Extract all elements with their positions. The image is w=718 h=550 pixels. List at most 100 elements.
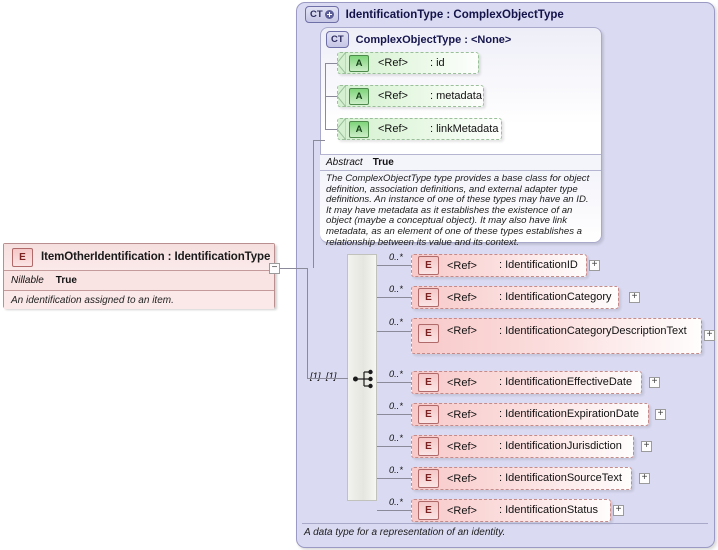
element-connector-7 [377,478,411,479]
element-badge-icon: E [418,256,439,275]
element-occurrence-4: 0..* [389,369,403,379]
attribute-row-id[interactable]: A <Ref> : id [337,52,479,74]
element-occurrence-6: 0..* [389,433,403,443]
element-occurrence-7: 0..* [389,465,403,475]
root-element-collapse-expander[interactable]: − [269,263,280,274]
element-occurrence-8: 0..* [389,497,403,507]
element-connector-3 [377,331,411,332]
element-name-label: : IdentificationJurisdiction [498,440,622,453]
attribute-pointer-icon [337,52,346,74]
abstract-key-label: Abstract [326,157,363,168]
attribute-ref-label: <Ref> [378,123,408,135]
complex-type-header[interactable]: CT IdentificationType : ComplexObjectTyp… [305,5,564,24]
attribute-name-label: : metadata [429,90,482,102]
attribute-ref-label: <Ref> [378,90,408,102]
element-name-label: : IdentificationExpirationDate [498,408,639,421]
element-row-identificationeffectivedate[interactable]: E <Ref> : IdentificationEffectiveDate [411,371,642,394]
complex-type-footer-documentation: A data type for a representation of an i… [304,527,506,538]
element-ref-label: <Ref> [447,440,477,453]
element-occurrence-5: 0..* [389,401,403,411]
element-name-label: : IdentificationCategory [498,291,612,304]
element-name-label: : IdentificationID [498,259,578,272]
element-row-identificationjurisdiction[interactable]: E <Ref> : IdentificationJurisdiction [411,435,634,458]
element-occurrence-3: 0..* [389,317,403,327]
element-expander-2[interactable]: + [629,292,640,303]
element-expander-1[interactable]: + [589,260,600,271]
element-connector-6 [377,446,411,447]
element-connector-4 [377,382,411,383]
element-name-label: : IdentificationCategoryDescriptionText [498,325,687,337]
attribute-name-label: : id [429,57,445,69]
attribute-tree-branch-3 [325,129,338,130]
base-type-inherit-vertical [313,140,314,268]
panel-to-compositor-connector [307,378,348,379]
element-ref-label: <Ref> [447,408,477,421]
element-occurrence-2: 0..* [389,284,403,294]
abstract-value-label: True [372,157,394,168]
element-expander-4[interactable]: + [649,377,660,388]
panel-vertical-connector [307,268,308,378]
element-connector-2 [377,297,411,298]
element-expander-8[interactable]: + [613,505,624,516]
attribute-row-metadata[interactable]: A <Ref> : metadata [337,85,484,107]
element-expander-6[interactable]: + [641,441,652,452]
element-badge-icon: E [418,288,439,307]
abstract-property-row: Abstract True [320,154,601,171]
base-type-badge-icon: CT [326,31,349,48]
sequence-compositor-icon[interactable] [353,369,375,389]
element-name-label: : IdentificationStatus [498,504,599,517]
complex-type-title: IdentificationType : ComplexObjectType [345,8,564,21]
attribute-tree-branch-2 [325,96,338,97]
attribute-ref-label: <Ref> [378,57,408,69]
element-row-identificationstatus[interactable]: E <Ref> : IdentificationStatus [411,499,611,522]
element-name-label: : IdentificationSourceText [498,472,622,485]
element-badge-icon: E [418,373,439,392]
element-ref-label: <Ref> [447,325,477,337]
nillable-property-row: Nillable True [4,271,274,291]
base-type-header[interactable]: CT ComplexObjectType : <None> [326,31,511,48]
attribute-pointer-icon [337,85,346,107]
element-badge-icon: E [418,405,439,424]
element-ref-label: <Ref> [447,291,477,304]
sequence-occurrence-label: [1]..[1] [310,371,337,382]
abstract-documentation-block: Abstract True The ComplexObjectType type… [320,154,601,247]
element-row-identificationexpirationdate[interactable]: E <Ref> : IdentificationExpirationDate [411,403,649,426]
element-badge-icon: E [418,501,439,520]
element-expander-7[interactable]: + [639,473,650,484]
nillable-key-label: Nillable [11,275,44,286]
element-expander-3[interactable]: + [704,330,715,341]
attribute-badge-icon: A [349,54,369,72]
nillable-value-label: True [55,275,77,286]
base-badge-label: CT [331,34,344,45]
base-type-title: ComplexObjectType : <None> [355,33,512,46]
element-name-label: : IdentificationEffectiveDate [498,376,633,389]
element-badge-icon: E [418,324,439,343]
element-connector-8 [377,510,411,511]
element-row-identificationid[interactable]: E <Ref> : IdentificationID [411,254,587,277]
root-element-header: E ItemOtherIdentification : Identificati… [4,244,274,271]
expand-plus-icon[interactable] [324,10,334,19]
root-element-documentation: An identification assigned to an item. [4,291,274,309]
attribute-tree-branch-1 [325,63,338,64]
footer-divider [302,523,708,524]
element-ref-label: <Ref> [447,376,477,389]
root-element-title: ItemOtherIdentification : Identification… [41,251,271,263]
attribute-badge-icon: A [349,87,369,105]
element-connector-5 [377,414,411,415]
ct-badge-label: CT [310,9,323,20]
element-row-identificationcategory[interactable]: E <Ref> : IdentificationCategory [411,286,619,309]
complex-type-badge-icon[interactable]: CT [305,6,339,23]
element-badge-icon: E [12,247,33,267]
element-ref-label: <Ref> [447,259,477,272]
element-row-identificationcategorydescriptiontext[interactable]: E <Ref> : IdentificationCategoryDescript… [411,318,702,354]
element-badge-icon: E [418,469,439,488]
element-row-identificationsourcetext[interactable]: E <Ref> : IdentificationSourceText [411,467,632,490]
element-expander-5[interactable]: + [655,409,666,420]
element-connector-1 [377,265,411,266]
element-badge-icon: E [418,437,439,456]
attribute-row-linkmetadata[interactable]: A <Ref> : linkMetadata [337,118,502,140]
attribute-pointer-icon [337,118,346,140]
attribute-name-label: : linkMetadata [429,123,499,135]
element-ref-label: <Ref> [447,504,477,517]
root-element-panel[interactable]: E ItemOtherIdentification : Identificati… [3,243,275,309]
